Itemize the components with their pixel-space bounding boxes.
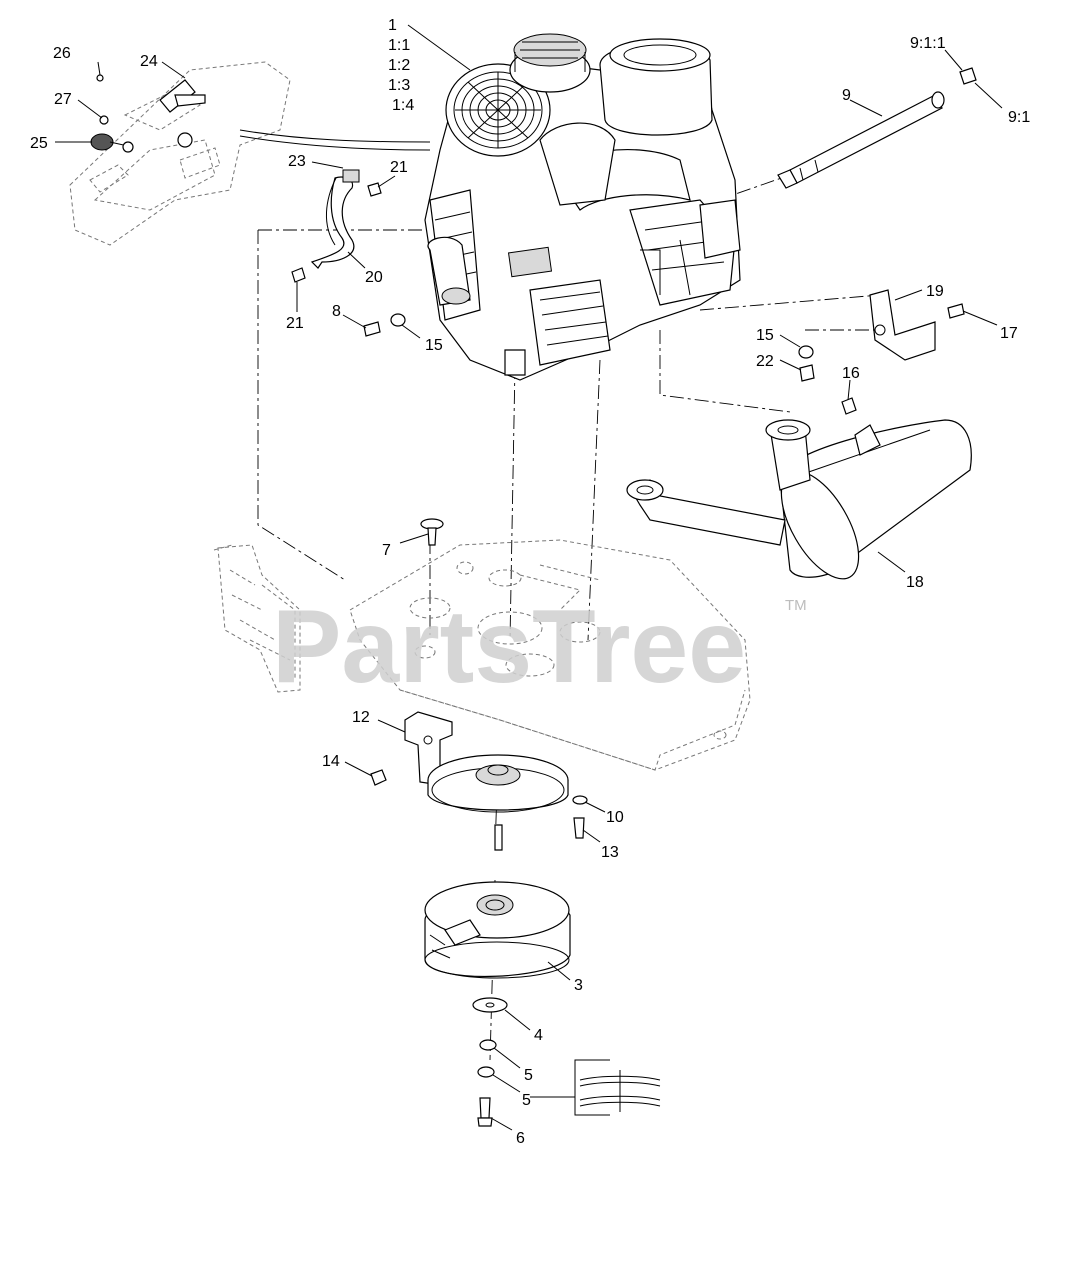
callout-6: 6 — [516, 1130, 525, 1147]
callout-21-top: 21 — [390, 159, 408, 176]
pulley — [427, 754, 569, 851]
clutch-hardware — [472, 997, 508, 1127]
clutch-bracket — [370, 711, 453, 786]
callout-17: 17 — [1000, 325, 1018, 342]
callout-14: 14 — [322, 753, 340, 770]
exhaust-pipe — [777, 67, 977, 189]
washer-detail-inset — [530, 1059, 661, 1116]
engine-mount-hardware — [363, 313, 406, 337]
watermark: PartsTree TM — [272, 589, 807, 705]
throttle-parts — [90, 74, 206, 153]
engine-deck-plate — [349, 539, 751, 771]
callout-15-right: 15 — [756, 327, 774, 344]
callout-1: 1 — [388, 17, 397, 34]
engine-assembly — [424, 33, 741, 381]
muffler — [626, 419, 972, 580]
callout-15-left: 15 — [425, 337, 443, 354]
callout-3: 3 — [574, 977, 583, 994]
callout-22: 22 — [756, 353, 774, 370]
bolt-13 — [572, 795, 588, 839]
pto-clutch — [424, 881, 571, 979]
callout-labels: 1 1:1 1:2 1:3 1:4 26 24 27 25 23 21 20 2… — [30, 17, 1030, 1147]
side-shield — [213, 544, 301, 693]
callout-27: 27 — [54, 91, 72, 108]
watermark-text: PartsTree — [272, 589, 746, 705]
callout-20: 20 — [365, 269, 383, 286]
callout-10: 10 — [606, 809, 624, 826]
leader-lines — [55, 24, 1003, 1131]
callout-7: 7 — [382, 542, 391, 559]
callout-21-bottom: 21 — [286, 315, 304, 332]
callout-19: 19 — [926, 283, 944, 300]
callout-1-3: 1:3 — [388, 77, 410, 94]
callout-4: 4 — [534, 1027, 543, 1044]
callout-18: 18 — [906, 574, 924, 591]
callout-1-1: 1:1 — [388, 37, 410, 54]
callout-25: 25 — [30, 135, 48, 152]
callout-5-bottom: 5 — [522, 1092, 531, 1109]
callout-9-1-1: 9:1:1 — [910, 35, 946, 52]
callout-9: 9 — [842, 87, 851, 104]
callout-1-2: 1:2 — [388, 57, 410, 74]
callout-8: 8 — [332, 303, 341, 320]
callout-12: 12 — [352, 709, 370, 726]
callout-24: 24 — [140, 53, 158, 70]
callout-23: 23 — [288, 153, 306, 170]
callout-16: 16 — [842, 365, 860, 382]
callout-26: 26 — [53, 45, 71, 62]
muffler-bracket — [798, 289, 965, 415]
blower-grille — [453, 71, 543, 149]
callout-9-1: 9:1 — [1008, 109, 1030, 126]
callout-13: 13 — [601, 844, 619, 861]
callout-1-4: 1:4 — [392, 97, 414, 114]
watermark-trademark: TM — [785, 597, 807, 614]
bolt-7 — [420, 518, 444, 546]
fuel-line — [291, 169, 382, 283]
callout-5-top: 5 — [524, 1067, 533, 1084]
control-panel-ghost — [69, 61, 431, 246]
